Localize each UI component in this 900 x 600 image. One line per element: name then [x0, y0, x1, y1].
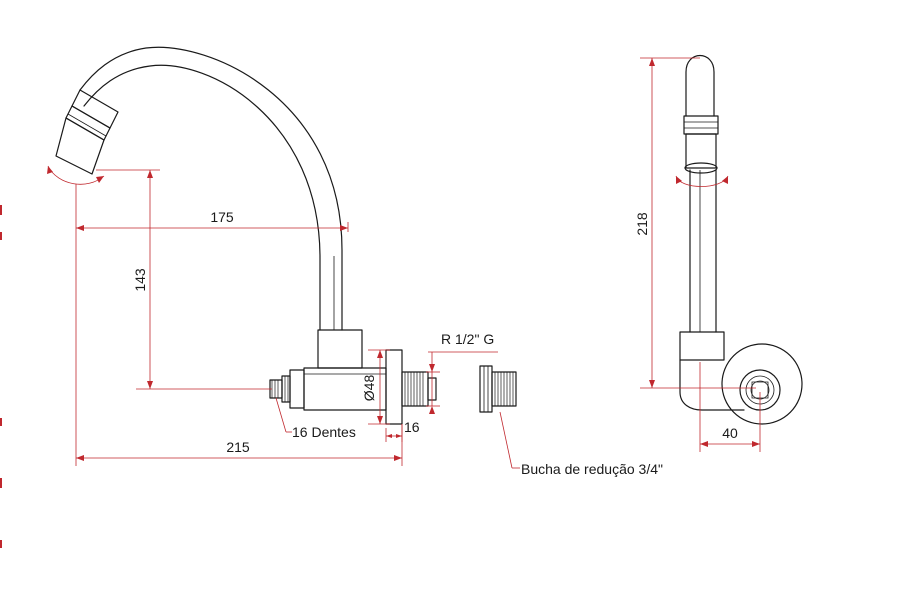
- dimension-215: 215: [75, 232, 403, 466]
- front-view: 175 143 215 Ø48: [47, 46, 663, 477]
- dimension-16-label: 16: [404, 419, 420, 435]
- reduction-bushing: [479, 365, 517, 413]
- dimension-d48: Ø48: [361, 349, 390, 425]
- teeth-callout: 16 Dentes: [275, 397, 356, 440]
- page-edge-marks: [0, 205, 2, 548]
- side-tube: [685, 55, 717, 333]
- spout-tube: [79, 46, 343, 331]
- bushing-callout: Bucha de redução 3/4": [499, 411, 663, 477]
- wall-flange: [385, 349, 403, 425]
- splined-stem: [269, 369, 305, 409]
- dimension-215-label: 215: [226, 439, 250, 455]
- aerator: [55, 89, 119, 175]
- dimension-d48-label: Ø48: [361, 375, 377, 402]
- dimension-218-label: 218: [634, 212, 650, 236]
- dimension-143-label: 143: [132, 268, 148, 292]
- side-nut: [683, 115, 719, 174]
- dimension-40-label: 40: [722, 425, 738, 441]
- side-base: [679, 331, 803, 425]
- threaded-connector: [401, 371, 437, 407]
- dimension-175: 175: [75, 184, 349, 232]
- aerator-rotation-arrow: [47, 165, 105, 185]
- thread-callout-label: R 1/2" G: [441, 331, 494, 347]
- thread-callout: R 1/2" G: [426, 331, 498, 414]
- dimension-175-label: 175: [210, 209, 234, 225]
- body-collar: [317, 329, 363, 369]
- side-rotation-arrow: [675, 175, 729, 187]
- dimension-218: 218: [634, 57, 756, 389]
- teeth-callout-label: 16 Dentes: [292, 424, 356, 440]
- dimension-16: 16: [385, 419, 420, 442]
- dimension-143: 143: [96, 169, 272, 390]
- side-view: 218 40: [634, 55, 803, 452]
- bushing-callout-label: Bucha de redução 3/4": [521, 461, 663, 477]
- dimension-40: 40: [699, 362, 761, 452]
